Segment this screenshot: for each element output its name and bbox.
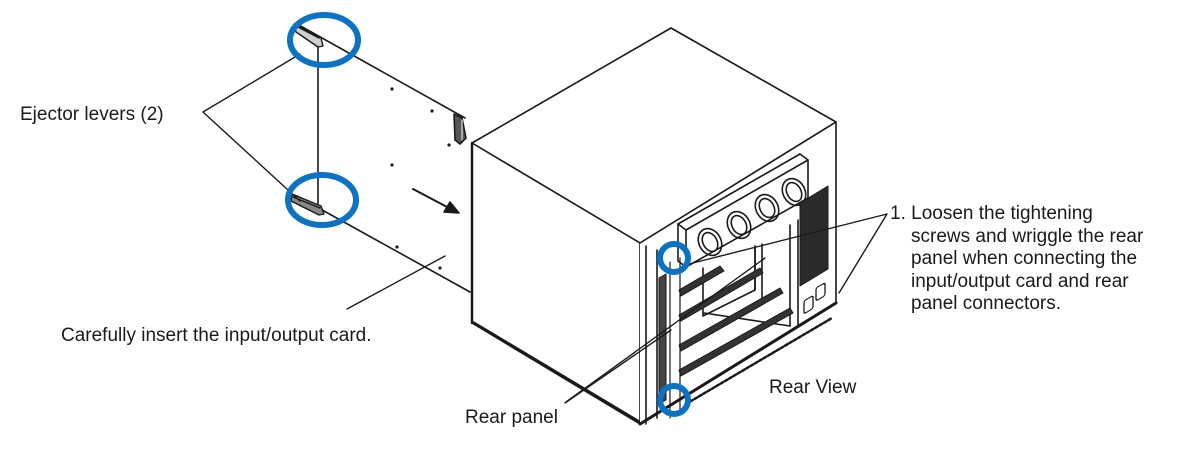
io-card bbox=[290, 23, 471, 293]
instruction-line-5: panel connectors. bbox=[911, 293, 1061, 314]
label-rear-panel: Rear panel bbox=[465, 407, 558, 428]
vent-grille bbox=[799, 185, 829, 287]
highlight-ring-upper-lever bbox=[287, 12, 361, 68]
fan-1 bbox=[697, 227, 723, 257]
rear-panel-leader bbox=[565, 257, 766, 403]
card-dots bbox=[390, 87, 451, 270]
card-bottom-edge bbox=[296, 195, 471, 293]
label-ejector-levers: Ejector levers (2) bbox=[20, 104, 164, 125]
ejector-leader bbox=[202, 53, 301, 202]
card-top-edge bbox=[296, 23, 466, 119]
leader-lines bbox=[202, 53, 888, 404]
fan-3 bbox=[754, 193, 780, 223]
instruction-text-1: Loosen the tightening bbox=[911, 203, 1093, 224]
rear-panel-leader-2 bbox=[564, 329, 672, 404]
chassis bbox=[470, 27, 838, 426]
fan-2 bbox=[726, 210, 752, 240]
instruction-line-3: panel when connecting the bbox=[911, 248, 1138, 269]
power-switches bbox=[803, 282, 826, 314]
bottom-rail bbox=[638, 301, 838, 426]
insert-card-leader bbox=[346, 255, 446, 310]
instruction-line-2: screws and wriggle the rear bbox=[911, 225, 1144, 247]
instruction-number: 1. bbox=[890, 203, 906, 224]
label-insert-card: Carefully insert the input/output card. bbox=[61, 325, 372, 346]
card-rear-connector bbox=[453, 113, 467, 145]
highlight-ring-lower-screw bbox=[657, 383, 691, 417]
screws-leader bbox=[684, 213, 888, 294]
highlight-ring-lower-lever bbox=[285, 172, 359, 228]
insert-arrow bbox=[412, 188, 460, 214]
label-rear-view: Rear View bbox=[769, 377, 857, 398]
highlight-ring-upper-screw bbox=[657, 241, 691, 275]
instruction-line-1: 1. Loosen the tightening bbox=[890, 203, 1143, 226]
instruction-line-4: input/output card and rear bbox=[911, 270, 1129, 292]
instruction-note: 1. Loosen the tightening screws and wrig… bbox=[890, 203, 1143, 316]
